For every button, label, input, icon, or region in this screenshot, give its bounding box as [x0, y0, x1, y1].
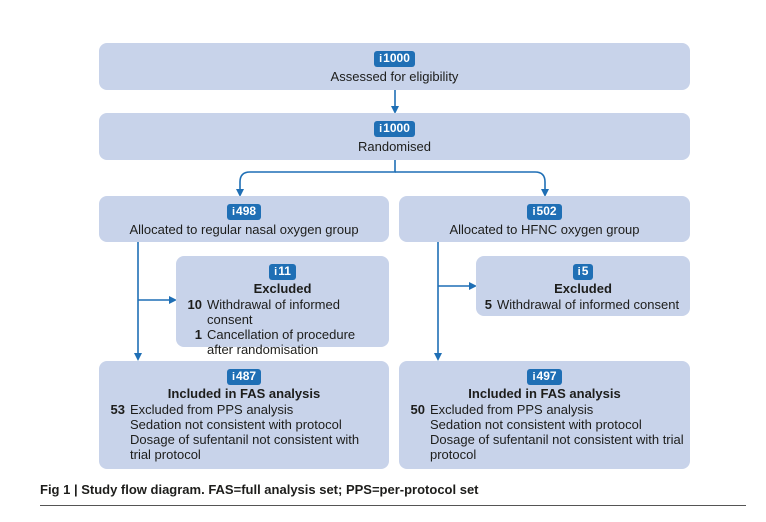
person-icon: i: [231, 371, 236, 383]
node-right-excluded: i5 Excluded 5 Withdrawal of informed con…: [476, 256, 690, 316]
node-label: Allocated to HFNC oxygen group: [449, 222, 640, 237]
sub-item: Dosage of sufentanil not consistent with…: [130, 432, 360, 462]
person-icon: i: [532, 206, 536, 218]
person-icon: i: [532, 371, 536, 383]
node-title: Excluded: [554, 281, 612, 296]
person-icon: i: [274, 266, 278, 278]
count-badge: i1000: [374, 121, 415, 137]
node-right-fas: i497 Included in FAS analysis 50 Exclude…: [399, 361, 690, 469]
list-item: 10 Withdrawal of informed consent: [187, 297, 340, 327]
node-assessed: i1000 Assessed for eligibility: [99, 43, 690, 90]
figure-caption: Fig 1 | Study flow diagram. FAS=full ana…: [40, 482, 479, 497]
count-badge: i502: [527, 204, 562, 220]
person-icon: i: [379, 53, 383, 65]
node-left-allocation: i498 Allocated to regular nasal oxygen g…: [99, 196, 389, 242]
person-icon: i: [577, 266, 581, 278]
person-icon: i: [379, 123, 383, 135]
count-badge: i11: [269, 264, 296, 280]
list-item: 5 Withdrawal of informed consent: [484, 297, 680, 312]
node-label: Randomised: [358, 139, 431, 154]
sub-item: Sedation not consistent with protocol: [130, 417, 342, 432]
count-badge: i5: [572, 264, 594, 280]
list-item: 50 Excluded from PPS analysis: [410, 402, 594, 417]
node-label: Allocated to regular nasal oxygen group: [129, 222, 359, 237]
count-badge: i497: [527, 369, 562, 385]
person-icon: i: [231, 206, 236, 218]
list-item: 1 Cancellation of procedure after random…: [194, 327, 356, 357]
node-label: Assessed for eligibility: [330, 69, 459, 84]
count-badge: i487: [226, 369, 262, 385]
sub-item: Sedation not consistent with protocol: [430, 417, 642, 432]
node-title: Included in FAS analysis: [468, 386, 621, 401]
list-item: 53 Excluded from PPS analysis: [110, 402, 294, 417]
node-title: Included in FAS analysis: [167, 386, 321, 401]
node-left-fas: i487 Included in FAS analysis 53 Exclude…: [99, 361, 389, 469]
node-left-excluded: i11 Excluded 10 Withdrawal of informed c…: [176, 256, 389, 357]
node-title: Excluded: [253, 281, 312, 296]
divider: [40, 505, 746, 506]
count-badge: i1000: [374, 51, 415, 67]
node-randomised: i1000 Randomised: [99, 113, 690, 160]
arrow-randomised-split: [236, 160, 396, 197]
arrow-randomised-split-right: [395, 171, 549, 197]
count-badge: i498: [226, 204, 262, 220]
node-right-allocation: i502 Allocated to HFNC oxygen group: [399, 196, 690, 242]
sub-item: Dosage of sufentanil not consistent with…: [430, 432, 684, 462]
